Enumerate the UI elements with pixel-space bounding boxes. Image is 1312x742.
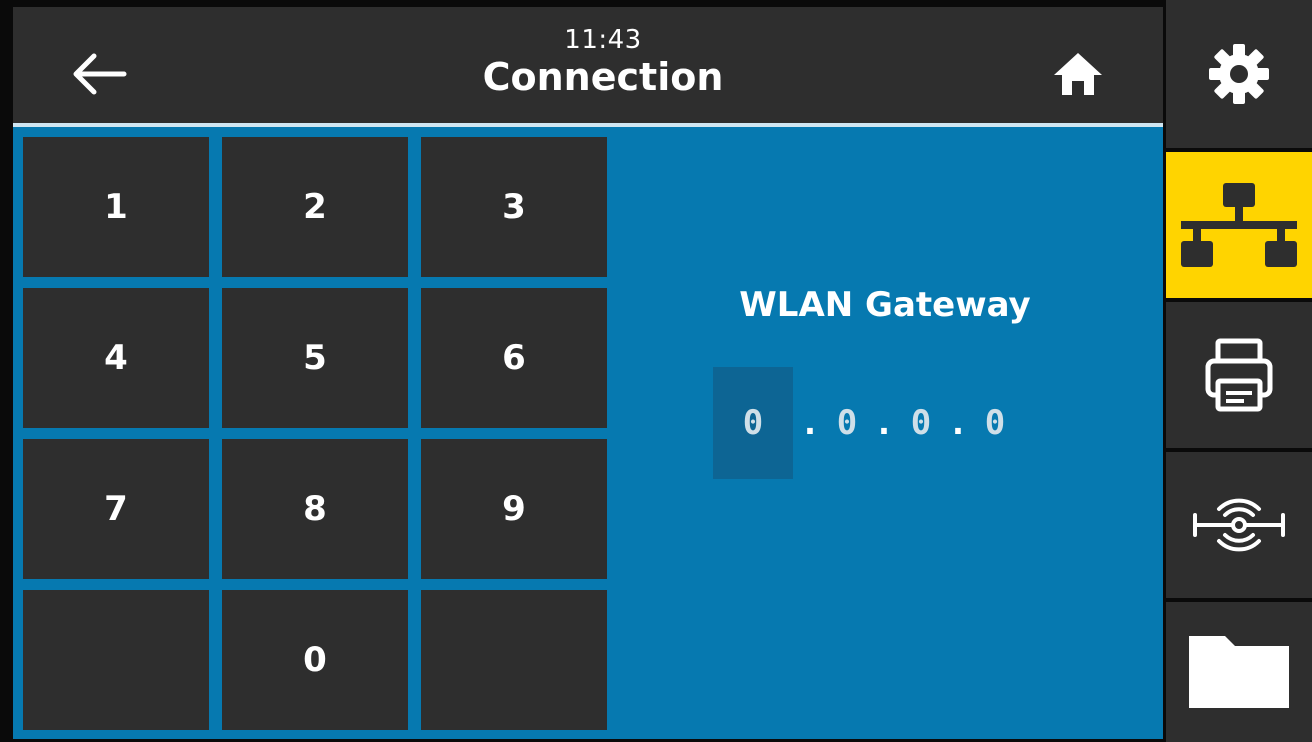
header-divider (13, 123, 1163, 127)
content-area: 1 2 3 4 5 6 7 8 9 0 WLAN Gateway 0 . 0 .… (13, 127, 1163, 739)
key-blank-right[interactable] (421, 590, 607, 730)
sidebar-item-rfid[interactable] (1166, 452, 1312, 598)
page-title: Connection (482, 55, 724, 99)
folder-icon (1189, 636, 1289, 708)
sidebar (1166, 0, 1312, 742)
arrow-left-icon (73, 53, 127, 95)
key-5[interactable]: 5 (222, 288, 408, 428)
sidebar-item-settings[interactable] (1166, 0, 1312, 148)
key-1[interactable]: 1 (23, 137, 209, 277)
key-8[interactable]: 8 (222, 439, 408, 579)
home-icon (1054, 53, 1102, 95)
key-6[interactable]: 6 (421, 288, 607, 428)
rfid-icon (1193, 498, 1285, 552)
sidebar-item-connection[interactable] (1166, 152, 1312, 298)
key-0[interactable]: 0 (222, 590, 408, 730)
home-button[interactable] (1033, 29, 1123, 119)
key-4[interactable]: 4 (23, 288, 209, 428)
back-button[interactable] (53, 29, 143, 119)
key-blank-left[interactable] (23, 590, 209, 730)
printer-icon (1205, 338, 1273, 412)
ip-separator: . (799, 403, 821, 443)
ip-octet-3[interactable]: 0 (910, 403, 932, 443)
numeric-keypad: 1 2 3 4 5 6 7 8 9 0 (23, 137, 607, 739)
ip-separator: . (947, 403, 969, 443)
sidebar-item-storage[interactable] (1166, 602, 1312, 742)
key-7[interactable]: 7 (23, 439, 209, 579)
ip-address-input: 0 . 0 . 0 . 0 (713, 367, 1015, 479)
ip-octet-4[interactable]: 0 (984, 403, 1006, 443)
clock: 11:43 (564, 25, 642, 55)
network-icon (1181, 183, 1297, 267)
field-label: WLAN Gateway (739, 285, 1031, 325)
gear-icon (1209, 44, 1269, 104)
ip-octet-1[interactable]: 0 (713, 367, 793, 479)
ip-separator: . (873, 403, 895, 443)
key-2[interactable]: 2 (222, 137, 408, 277)
sidebar-item-print[interactable] (1166, 302, 1312, 448)
key-3[interactable]: 3 (421, 137, 607, 277)
ip-octet-2[interactable]: 0 (836, 403, 858, 443)
header-bar: 11:43 Connection (13, 7, 1163, 123)
key-9[interactable]: 9 (421, 439, 607, 579)
